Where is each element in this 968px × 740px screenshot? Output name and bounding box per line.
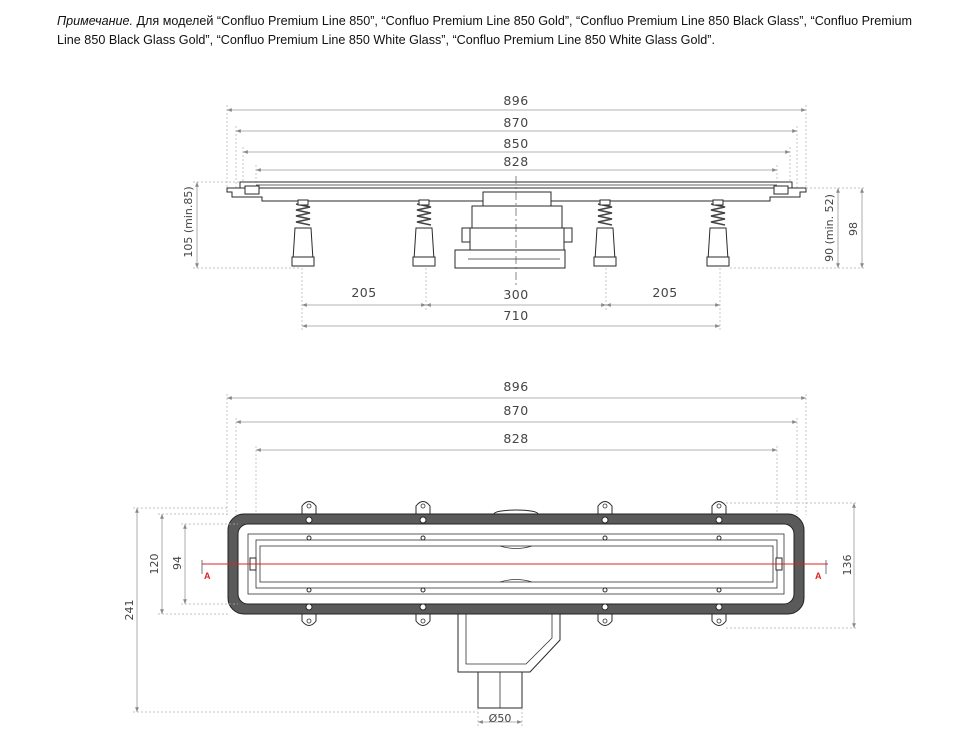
side-dim-205-right: 205 bbox=[652, 285, 677, 300]
mounting-ear-top bbox=[597, 501, 613, 516]
top-view: 896 870 828 bbox=[123, 379, 858, 726]
mounting-ear-bottom bbox=[415, 611, 431, 626]
mounting-ear-bottom bbox=[711, 611, 727, 626]
top-dim-outlet: Ø50 bbox=[489, 712, 512, 725]
side-dim-828: 828 bbox=[503, 154, 528, 169]
top-dim-120: 120 bbox=[148, 554, 161, 575]
side-dim-870: 870 bbox=[503, 115, 528, 130]
top-dim-94: 94 bbox=[171, 556, 184, 570]
mounting-ear-top bbox=[711, 501, 727, 516]
side-dim-98: 98 bbox=[847, 222, 860, 236]
mounting-ear-bottom bbox=[597, 611, 613, 626]
note-paragraph: Примечание. Для моделей “Confluo Premium… bbox=[57, 12, 937, 50]
note-label: Примечание. bbox=[57, 14, 134, 28]
support-foot bbox=[593, 199, 617, 267]
top-dim-241: 241 bbox=[123, 600, 136, 621]
mounting-ear-top bbox=[415, 501, 431, 516]
outlet-siphon bbox=[457, 509, 561, 709]
support-foot bbox=[706, 199, 730, 267]
section-mark-left: A bbox=[204, 571, 211, 581]
side-dim-850: 850 bbox=[503, 136, 528, 151]
support-foot bbox=[291, 199, 315, 267]
side-dim-896: 896 bbox=[503, 93, 528, 108]
siphon-body bbox=[454, 176, 573, 285]
top-dim-828: 828 bbox=[503, 431, 528, 446]
support-feet bbox=[291, 199, 730, 267]
frame-holes bbox=[305, 516, 723, 611]
side-dim-90: 90 (min. 52) bbox=[823, 194, 836, 262]
side-dim-710: 710 bbox=[503, 308, 528, 323]
section-mark-right: A bbox=[815, 571, 822, 581]
top-dim-896: 896 bbox=[503, 379, 528, 394]
mounting-ear-top bbox=[301, 501, 317, 516]
side-dim-205-left: 205 bbox=[351, 285, 376, 300]
section-line-a: A A bbox=[201, 560, 828, 581]
support-foot bbox=[412, 199, 436, 267]
note-text: Для моделей “Confluo Premium Line 850”, … bbox=[57, 14, 912, 47]
top-dim-136: 136 bbox=[841, 555, 854, 576]
top-dim-870: 870 bbox=[503, 403, 528, 418]
side-dim-105: 105 (min.85) bbox=[182, 186, 195, 257]
side-dim-300: 300 bbox=[503, 287, 528, 302]
mounting-ear-bottom bbox=[301, 611, 317, 626]
side-view: 896 870 850 828 bbox=[182, 93, 865, 330]
mounting-ears bbox=[301, 501, 727, 626]
